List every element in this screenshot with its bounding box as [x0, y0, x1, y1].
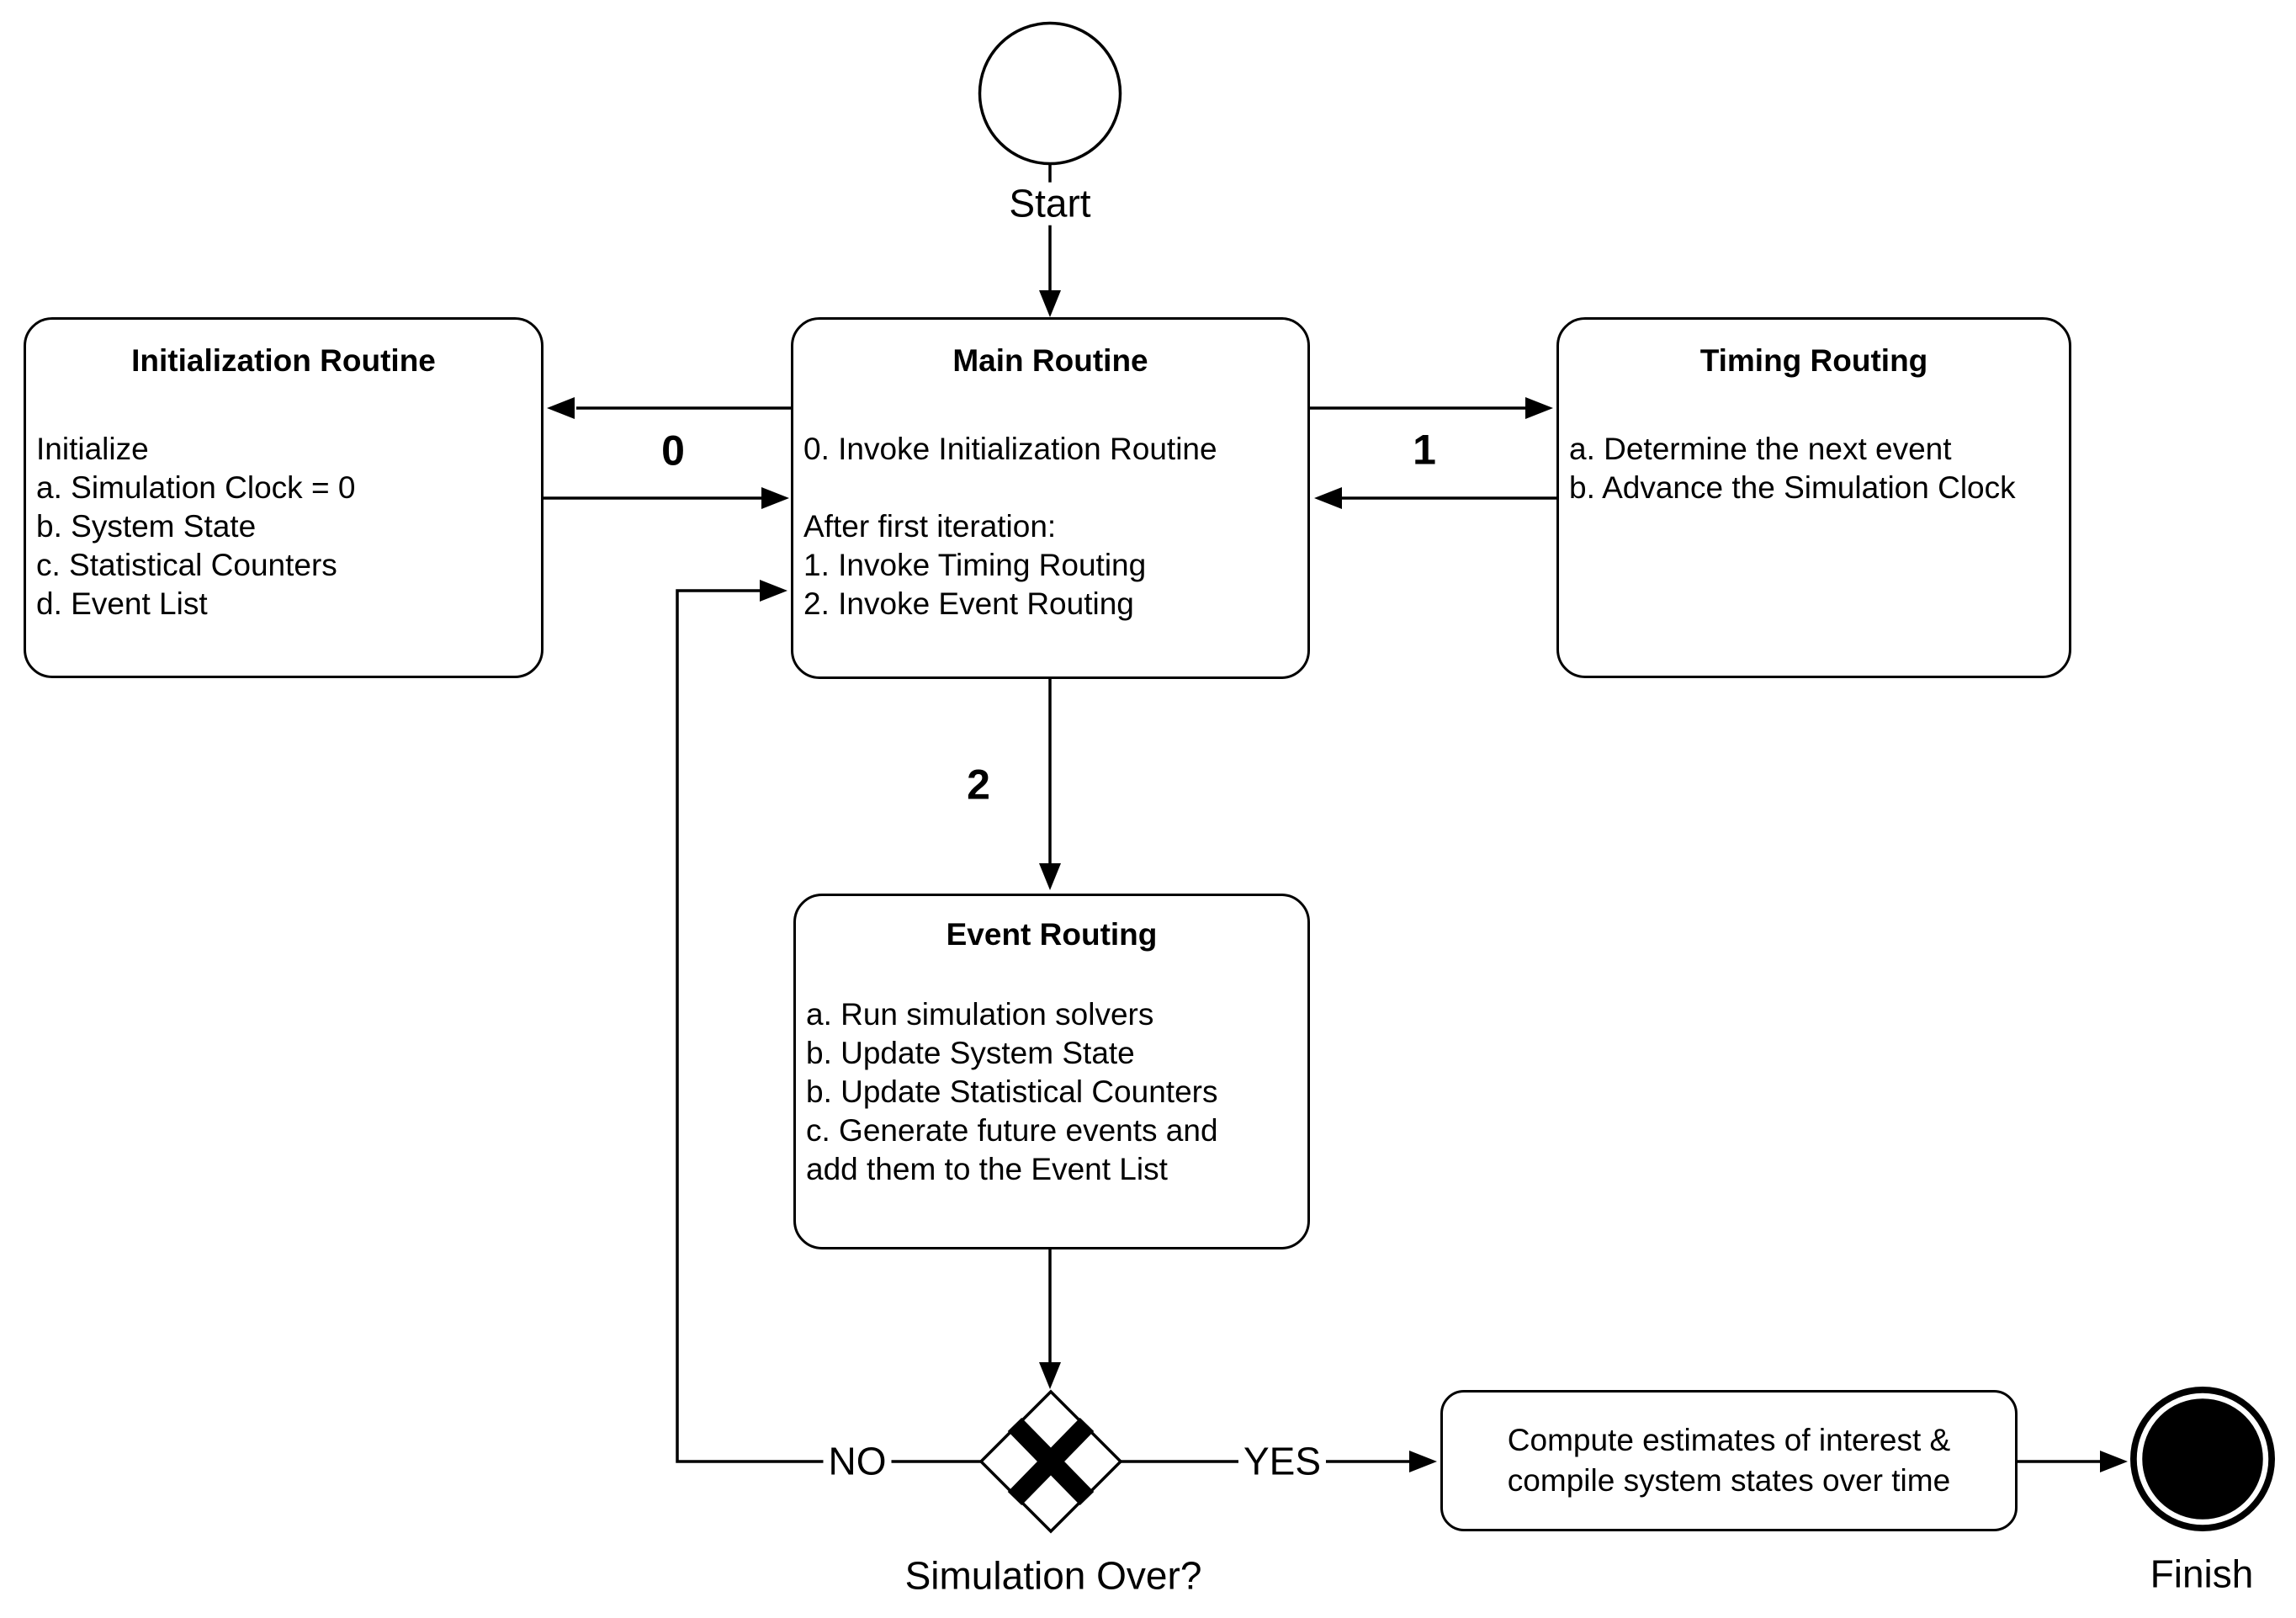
timing-routing-box: Timing Routing a. Determine the next eve…: [1556, 317, 2071, 678]
arrowhead-into-decision: [1039, 1362, 1061, 1389]
start-label: Start: [1004, 183, 1096, 225]
finish-label: Finish: [2150, 1552, 2254, 1596]
arrowhead-into-init: [547, 397, 575, 419]
main-routine-box: Main Routine 0. Invoke Initialization Ro…: [791, 317, 1310, 679]
initialization-routine-box: Initialization Routine Initialize a. Sim…: [24, 317, 544, 678]
decision-x-icon: [1007, 1417, 1095, 1506]
label-2: 2: [967, 761, 990, 809]
label-0: 0: [661, 427, 685, 475]
box-body: a. Run simulation solvers b. Update Syst…: [806, 997, 1218, 1186]
box-title: Timing Routing: [1699, 343, 1928, 378]
box-title: Initialization Routine: [131, 343, 436, 378]
no-label: NO: [823, 1440, 892, 1483]
compute-estimates-box: Compute estimates of interest & compile …: [1440, 1390, 2018, 1531]
box-body: a. Determine the next event b. Advance t…: [1569, 432, 2016, 505]
finish-node-circle: [2130, 1387, 2275, 1531]
start-node-circle: [978, 21, 1122, 166]
box-title: Main Routine: [952, 343, 1148, 378]
box-body: Initialize a. Simulation Clock = 0 b. Sy…: [36, 432, 356, 621]
box-body: 0. Invoke Initialization Routine After f…: [803, 432, 1217, 621]
box-title: Event Routing: [946, 917, 1158, 952]
arrowhead-no-loop-into-main: [760, 580, 787, 602]
arrowhead-into-main-right: [1314, 487, 1342, 509]
arrowhead-into-main-left: [761, 487, 789, 509]
event-routing-box: Event Routing a. Run simulation solvers …: [793, 894, 1310, 1249]
decision-question-label: Simulation Over?: [904, 1553, 1202, 1598]
arrowhead-into-finish: [2100, 1451, 2128, 1472]
label-1: 1: [1413, 426, 1436, 474]
yes-label: YES: [1238, 1440, 1327, 1483]
arrowhead-into-main-top: [1039, 290, 1061, 317]
arrowhead-into-event: [1039, 863, 1061, 890]
arrowhead-into-timing: [1525, 397, 1553, 419]
arrowhead-into-compute: [1409, 1451, 1437, 1472]
arrowheads: [547, 290, 2128, 1472]
